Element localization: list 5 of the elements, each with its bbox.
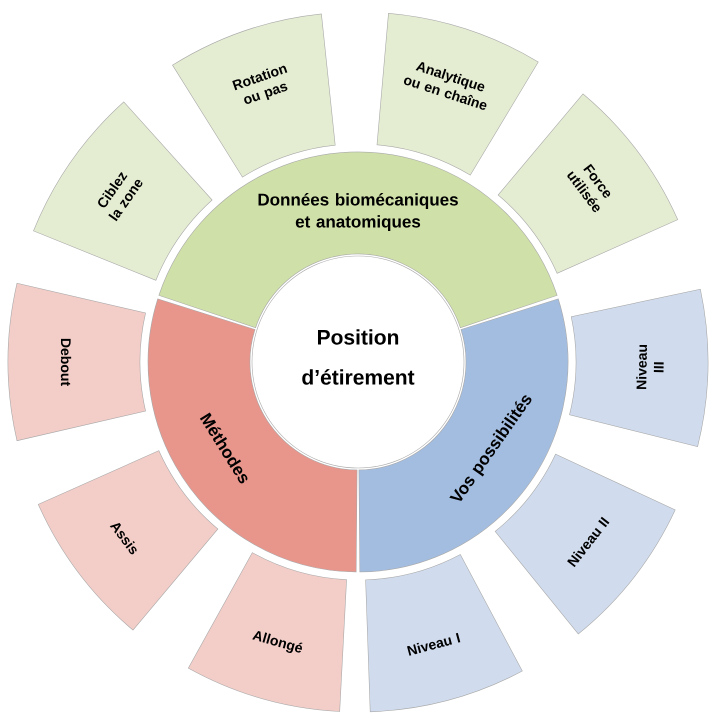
outer-segment: Debout [8,282,146,442]
ring-segment: Données biomécaniques et anatomiques [158,152,558,328]
outer-segment: Niveau III [569,288,708,447]
outer-segment: Niveau I [365,554,523,712]
outer-segment: Allongé [188,552,347,712]
